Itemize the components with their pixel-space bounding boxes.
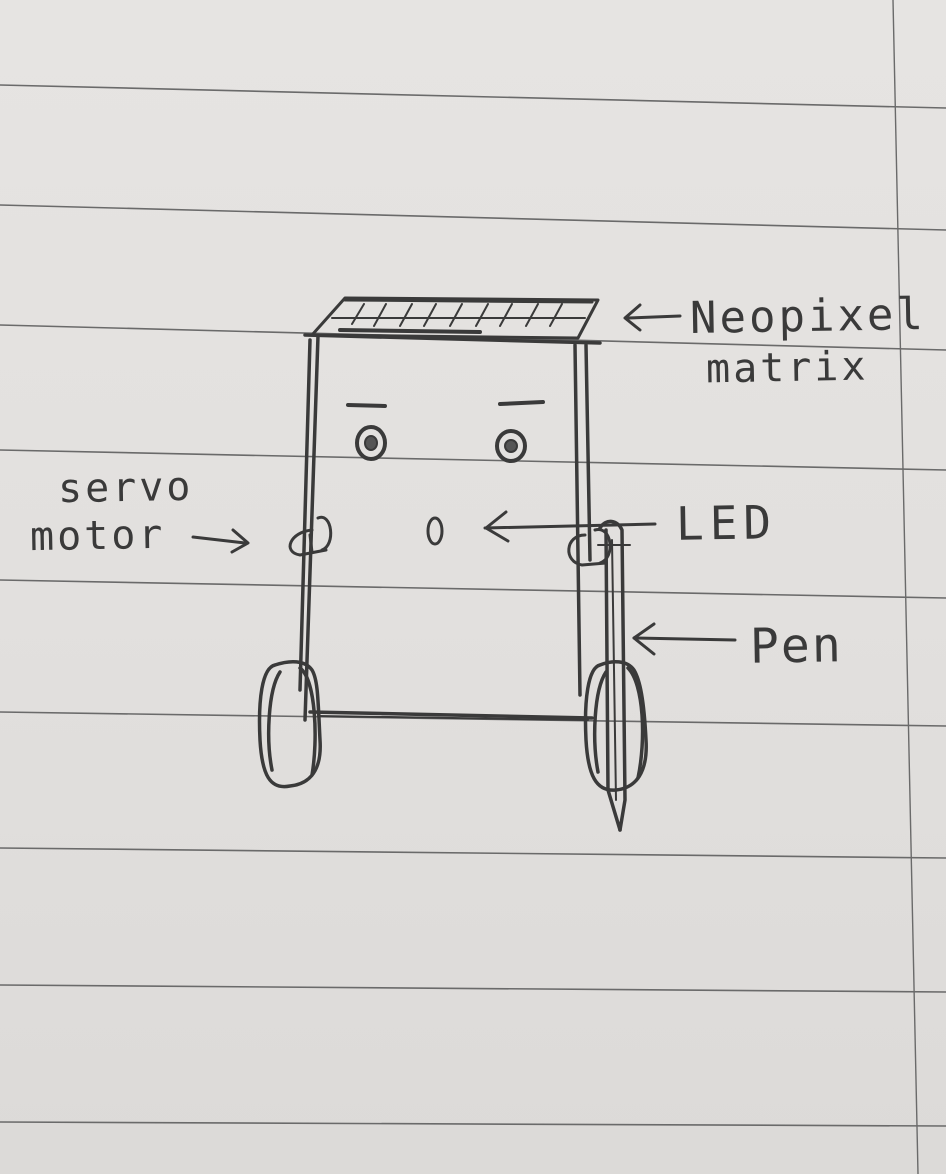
rule-line <box>0 580 946 598</box>
servo-motor-sketch <box>290 517 610 565</box>
rule-line <box>0 85 946 108</box>
arrow-led <box>485 524 655 528</box>
pen-label: Pen <box>750 621 844 671</box>
matrix-label: matrix <box>706 347 869 390</box>
rule-line <box>0 205 946 230</box>
arrow-pen <box>634 638 735 640</box>
neopixel-label: Neopixel <box>690 293 927 341</box>
arrows <box>193 305 735 654</box>
wheel-sketch <box>260 662 647 790</box>
rule-line <box>0 985 946 992</box>
robot-face-sketch <box>348 402 543 461</box>
led-sketch <box>428 518 442 544</box>
arrow-servo <box>193 537 245 543</box>
servo-label: servo <box>58 467 194 509</box>
margin-line <box>893 0 918 1174</box>
rule-line <box>0 1122 946 1126</box>
led-label: LED <box>676 499 778 547</box>
motor-label: motor <box>30 515 166 557</box>
rule-line <box>0 848 946 858</box>
neopixel-matrix-sketch <box>312 298 598 338</box>
arrow-neopixel <box>628 316 680 318</box>
